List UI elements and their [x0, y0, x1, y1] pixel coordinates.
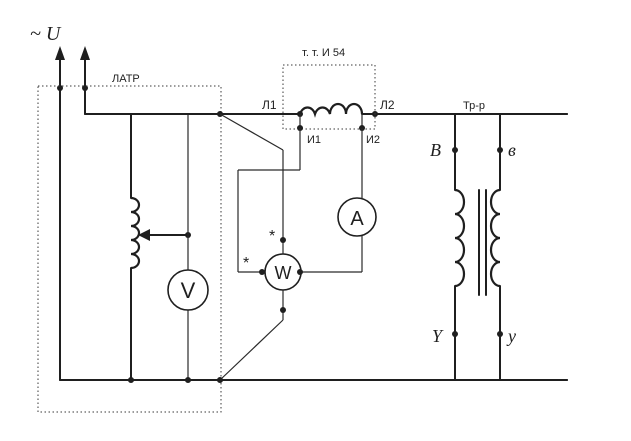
latr-box: [37, 85, 222, 413]
ct-primary-coil: [298, 102, 364, 118]
voltmeter-symbol: V: [181, 278, 196, 303]
wattmeter-star-top: *: [269, 228, 275, 245]
ammeter-symbol: A: [350, 208, 364, 230]
wattmeter: W * *: [219, 113, 303, 381]
wattmeter-symbol: W: [275, 263, 292, 283]
label-i2: И2: [366, 134, 380, 146]
label-i1: И1: [307, 134, 321, 146]
transformer: Тр-р B в Y у: [430, 100, 516, 381]
label-l1: Л1: [262, 98, 277, 112]
current-transformer-box: [282, 64, 376, 130]
supply-terminals: [55, 46, 90, 381]
ammeter: A: [300, 128, 377, 273]
voltmeter: V: [167, 114, 209, 383]
label-l2: Л2: [380, 98, 395, 112]
label-secondary-bottom: у: [506, 326, 516, 346]
supply-voltage-label: ~ U: [30, 23, 62, 45]
current-transformer-label: т. т. И 54: [302, 47, 345, 59]
latr-label: ЛАТР: [112, 73, 140, 85]
label-primary-top: B: [430, 140, 441, 160]
wattmeter-star-left: *: [243, 255, 249, 272]
slider-arrow-icon: [138, 229, 150, 241]
label-secondary-top: в: [508, 140, 516, 160]
transformer-label: Тр-р: [463, 100, 485, 112]
label-primary-bottom: Y: [432, 326, 444, 346]
latr-autotransformer: [84, 113, 191, 383]
